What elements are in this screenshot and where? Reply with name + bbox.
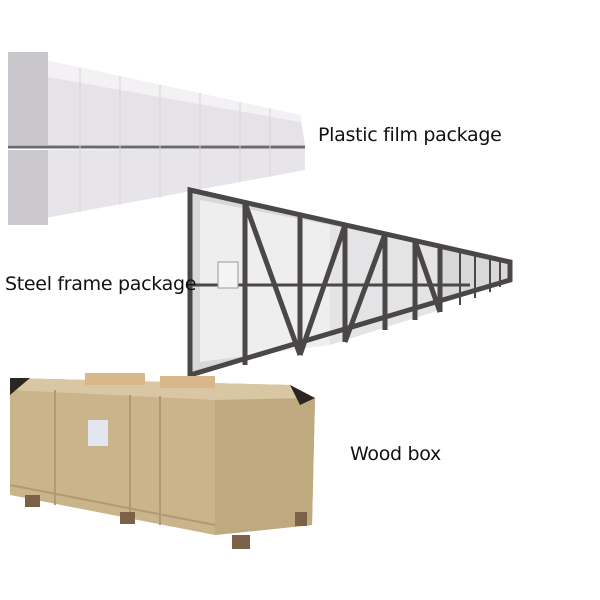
steel-frame-package-image [187, 186, 513, 379]
wood-box-image [9, 373, 315, 549]
steel-frame-package-label: Steel frame package [5, 273, 197, 295]
wood-box-label: Wood box [350, 443, 441, 465]
plastic-film-package-image [8, 52, 305, 225]
plastic-film-package-label: Plastic film package [318, 124, 502, 146]
